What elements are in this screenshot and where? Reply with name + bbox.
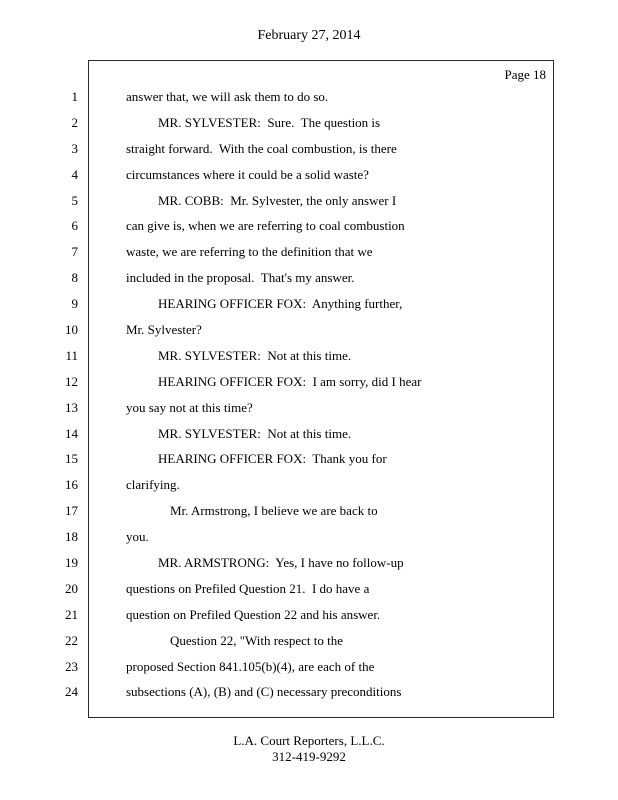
line-number: 6 — [71, 218, 79, 234]
line-text: you say not at this time? — [126, 399, 253, 415]
line-number: 18 — [65, 529, 78, 545]
line-text: answer that, we will ask them to do so. — [126, 89, 329, 104]
reporter-phone: 312-419-9292 — [272, 749, 346, 764]
line-number: 9 — [71, 296, 79, 312]
line-number: 4 — [71, 166, 79, 182]
transcript-line: 6 can give is, when we are referring to c… — [50, 217, 550, 243]
transcript-line: 10 Mr. Sylvester? — [50, 321, 550, 347]
transcript-line: 11 MR. SYLVESTER: Not at this time. — [50, 347, 550, 373]
transcript-line: 16 clarifying. — [50, 476, 550, 502]
line-text: Mr. Armstrong, I believe we are back to — [170, 503, 378, 519]
transcript-line: 20 questions on Prefiled Question 21. I d… — [50, 580, 550, 606]
line-text: MR. COBB: Mr. Sylvester, the only answer… — [158, 192, 397, 208]
line-number: 20 — [65, 580, 78, 596]
document-date: February 27, 2014 — [257, 28, 361, 43]
line-text: questions on Prefiled Question 21. I do … — [126, 580, 370, 596]
transcript-line: 9 HEARING OFFICER FOX: Anything further, — [50, 295, 550, 321]
line-number: 19 — [65, 555, 78, 571]
transcript-line: 4 circumstances where it could be a solid… — [50, 166, 550, 192]
line-text: Mr. Sylvester? — [126, 322, 202, 338]
page-number-label: Page 18 — [504, 67, 546, 82]
line-text: waste, we are referring to the definitio… — [126, 244, 373, 260]
line-text: subsections (A), (B) and (C) necessary p… — [126, 684, 402, 700]
line-number: 24 — [65, 684, 78, 700]
line-number: 21 — [65, 606, 78, 622]
line-text: HEARING OFFICER FOX: Anything further, — [158, 296, 403, 312]
transcript-line: 18 you. — [50, 528, 550, 554]
line-number: 8 — [71, 270, 79, 286]
line-text: MR. ARMSTRONG: Yes, I have no follow-up — [158, 555, 404, 571]
line-text: HEARING OFFICER FOX: I am sorry, did I h… — [158, 373, 422, 389]
line-number: 17 — [65, 503, 78, 519]
line-text: MR. SYLVESTER: Not at this time. — [158, 347, 352, 363]
transcript-line: 5 MR. COBB: Mr. Sylvester, the only answe… — [50, 192, 550, 218]
transcript-line: 23 proposed Section 841.105(b)(4), are ea… — [50, 658, 550, 684]
line-number: 5 — [71, 192, 79, 208]
line-number: 2 — [71, 114, 79, 130]
line-number: 3 — [71, 140, 79, 156]
transcript-page-border — [88, 60, 554, 718]
transcript-line: 1 answer that, we will ask them to do so. — [50, 88, 550, 114]
line-text: proposed Section 841.105(b)(4), are each… — [126, 658, 375, 674]
line-number: 12 — [65, 373, 78, 389]
transcript-line: 2 MR. SYLVESTER: Sure. The question is — [50, 114, 550, 140]
transcript-line: 24 subsections (A), (B) and (C) necessary… — [50, 683, 550, 709]
reporter-footer: L.A. Court Reporters, L.L.C. 312-419-929… — [0, 733, 618, 765]
line-text: MR. SYLVESTER: Not at this time. — [158, 425, 352, 441]
line-number: 14 — [65, 425, 78, 441]
line-number: 22 — [65, 632, 78, 648]
transcript-line: 15 HEARING OFFICER FOX: Thank you for — [50, 450, 550, 476]
transcript-body: 1 answer that, we will ask them to do so.… — [50, 88, 550, 709]
reporter-company: L.A. Court Reporters, L.L.C. — [233, 733, 385, 748]
transcript-line: 19 MR. ARMSTRONG: Yes, I have no follow-u… — [50, 554, 550, 580]
line-text: you. — [126, 529, 149, 545]
transcript-line: 14 MR. SYLVESTER: Not at this time. — [50, 425, 550, 451]
line-text: included in the proposal. That's my answ… — [126, 270, 355, 286]
line-text: circumstances where it could be a solid … — [126, 166, 369, 182]
transcript-line: 21 question on Prefiled Question 22 and h… — [50, 606, 550, 632]
line-number: 11 — [65, 347, 78, 363]
line-text: HEARING OFFICER FOX: Thank you for — [158, 451, 387, 467]
line-number: 16 — [65, 477, 78, 493]
transcript-line: 8 included in the proposal. That's my ans… — [50, 269, 550, 295]
transcript-line: 13 you say not at this time? — [50, 399, 550, 425]
line-number: 15 — [65, 451, 78, 467]
line-number: 23 — [65, 658, 78, 674]
line-text: question on Prefiled Question 22 and his… — [126, 606, 381, 622]
transcript-line: 12 HEARING OFFICER FOX: I am sorry, did I… — [50, 373, 550, 399]
transcript-line: 22 Question 22, "With respect to the — [50, 632, 550, 658]
line-number: 13 — [65, 399, 78, 415]
line-text: can give is, when we are referring to co… — [126, 218, 405, 234]
line-text: straight forward. With the coal combusti… — [126, 140, 397, 156]
line-text: clarifying. — [126, 477, 180, 493]
transcript-line: 3 straight forward. With the coal combust… — [50, 140, 550, 166]
line-text: MR. SYLVESTER: Sure. The question is — [158, 114, 381, 130]
line-number: 1 — [71, 89, 79, 104]
transcript-line: 17 Mr. Armstrong, I believe we are back t… — [50, 502, 550, 528]
line-text: Question 22, "With respect to the — [170, 632, 344, 648]
line-number: 10 — [65, 322, 78, 338]
transcript-line: 7 waste, we are referring to the definiti… — [50, 243, 550, 269]
line-number: 7 — [71, 244, 79, 260]
